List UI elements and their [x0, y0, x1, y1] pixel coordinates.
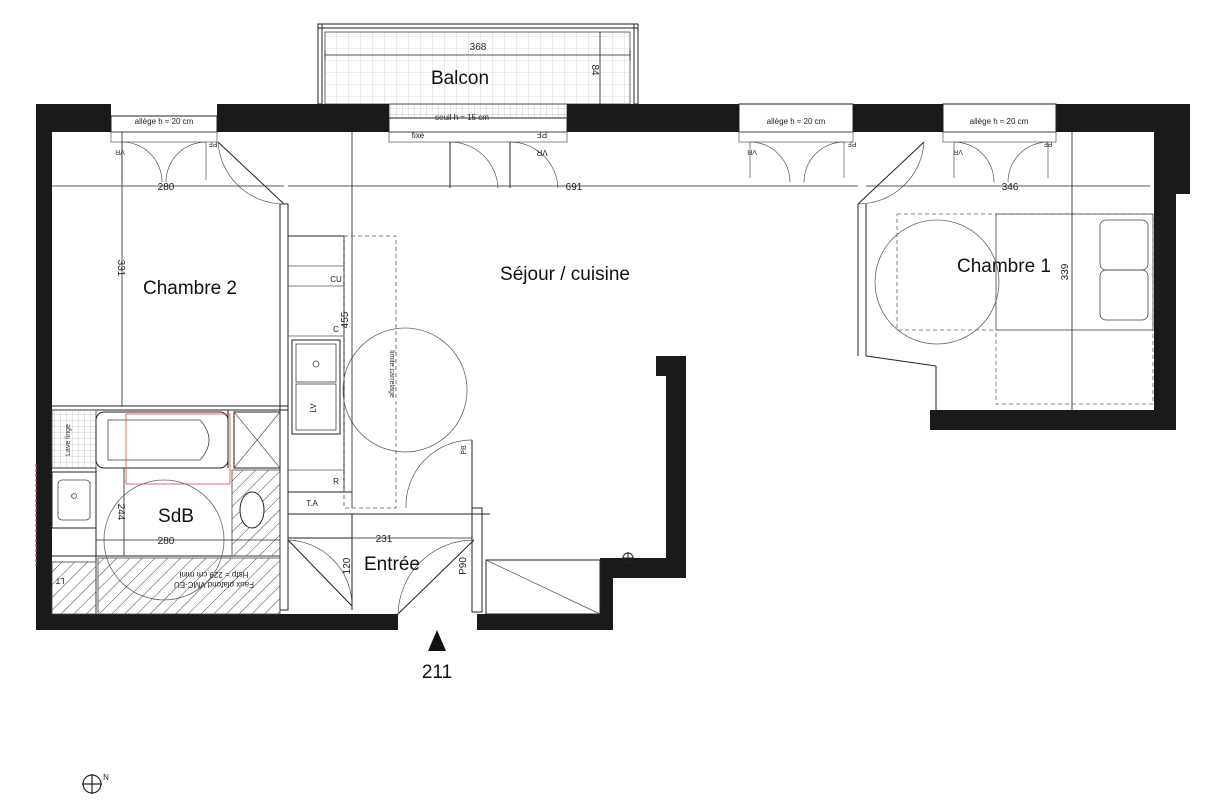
- door-chambre2: [217, 141, 285, 205]
- door-chambre1: [857, 141, 925, 205]
- pb-label: PB: [461, 445, 468, 455]
- small-crosshair-icon: [622, 552, 634, 564]
- limite-carrelage-label: limite carrelage: [388, 350, 395, 398]
- dim-chambre1-depth: 339: [1060, 263, 1071, 280]
- allege-sejour: allège h ≈ 20 cm: [767, 117, 826, 126]
- room-label-chambre1: Chambre 1: [957, 256, 1051, 277]
- vr-label-chambre2: VR: [115, 148, 125, 155]
- lave-linge-label: Lave linge: [65, 424, 72, 456]
- window-sejour-porte-fenetre: [388, 117, 568, 189]
- dim-sdb-depth: 244: [115, 504, 126, 521]
- dim-entree-depth: 120: [342, 557, 353, 574]
- chambre1-bed: [874, 213, 1154, 405]
- compass-north-label: N: [103, 773, 109, 782]
- room-label-sejour: Séjour / cuisine: [500, 264, 630, 285]
- vr-label-sejour-right: VR: [747, 148, 757, 155]
- room-label-balcon: Balcon: [431, 68, 489, 89]
- dim-balcon-depth: 84: [589, 64, 600, 76]
- ta-label: T.A: [306, 499, 318, 508]
- seuil-label: seuil h ≈ 15 cm: [435, 113, 489, 122]
- pf-label-left: PF: [209, 140, 218, 147]
- dimension-lines: [52, 132, 1150, 610]
- exterior-walls: [36, 104, 1190, 630]
- interior-partitions: [52, 203, 937, 615]
- faux-plafond-label: Faux plafond VMC-EU: [174, 580, 254, 589]
- pf-label-chambre1: PF: [1044, 140, 1053, 147]
- fixe-label: fixe: [412, 131, 425, 140]
- lave-vaisselle: [295, 383, 337, 431]
- vr-label-chambre1: VR: [953, 148, 963, 155]
- lv-label: LV: [309, 403, 318, 413]
- window-chambre2: [110, 115, 218, 183]
- dim-sejour-width: 691: [566, 182, 583, 193]
- room-label-chambre2: Chambre 2: [143, 278, 237, 299]
- lt-label: LT: [56, 576, 65, 585]
- cu-label: CU: [330, 275, 342, 284]
- kitchen-counter: [287, 235, 468, 509]
- entrance-door: [397, 539, 475, 615]
- pf-label-sejour-right: PF: [848, 140, 857, 147]
- allege-chambre1: allège h ≈ 20 cm: [970, 117, 1029, 126]
- pf-label: PF: [537, 130, 547, 139]
- entrance-number: 211: [422, 662, 452, 683]
- c-label: C: [333, 325, 339, 334]
- vr-label: VR: [536, 148, 547, 157]
- bathroom: [35, 409, 281, 615]
- balcony-width-dimension: [324, 50, 631, 60]
- dim-sdb-width: 280: [158, 536, 175, 547]
- window-chambre1: [942, 103, 1057, 183]
- window-sejour-right: [738, 103, 854, 183]
- compass-icon: [82, 774, 102, 794]
- allege-chambre2: allège h ≈ 20 cm: [135, 117, 194, 126]
- dim-chambre2-depth: 331: [115, 260, 126, 277]
- door-sejour-entree: [405, 439, 473, 509]
- r-label: R: [333, 477, 339, 486]
- room-label-entree: Entrée: [364, 554, 420, 575]
- room-label-sdb: SdB: [158, 506, 194, 527]
- dim-balcon-width: 368: [470, 42, 487, 53]
- entrance-arrow-icon: [428, 630, 446, 651]
- dim-chambre2-width: 280: [158, 182, 175, 193]
- p90-label: P90: [458, 557, 469, 575]
- dim-entree-width: 231: [376, 534, 393, 545]
- hsfp-label: Hsfp = 229 cm mini: [179, 570, 248, 579]
- door-entree-sdb: [287, 539, 353, 607]
- dim-sejour-depth: 455: [340, 311, 351, 328]
- dim-chambre1-width: 346: [1002, 182, 1019, 193]
